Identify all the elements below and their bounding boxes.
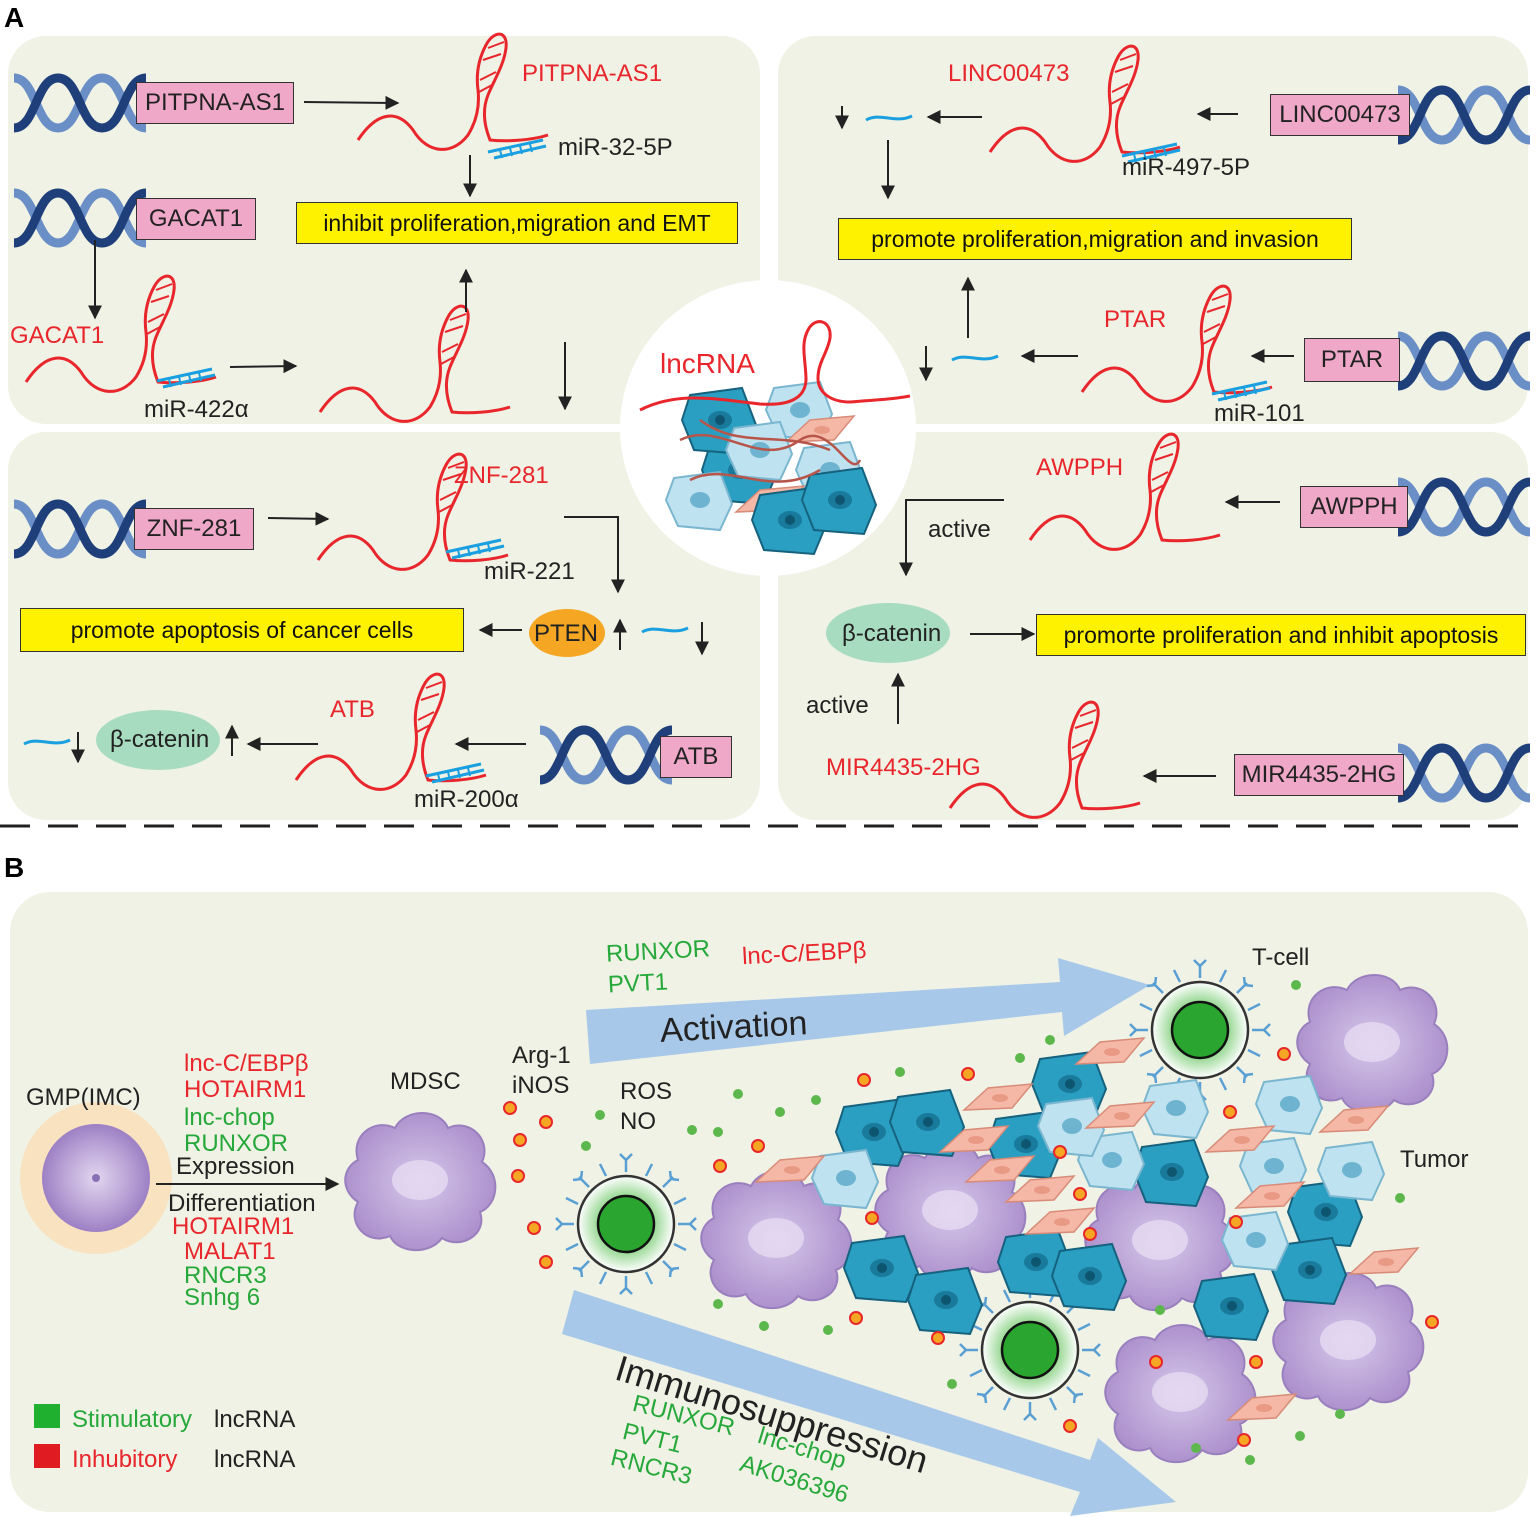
diff-lnc-4: Snhg 6: [184, 1284, 261, 1311]
mdsc-label: MDSC: [390, 1068, 461, 1095]
active-label-bottom: active: [806, 692, 869, 719]
gene-box-mir4435: MIR4435-2HG: [1234, 754, 1404, 796]
expr-lnc-4: RUNXOR: [184, 1130, 289, 1157]
gene-box-awpph: AWPPH: [1300, 486, 1408, 528]
ros-label: ROS: [620, 1078, 673, 1105]
mirna-fragment-q2-mid: [951, 354, 999, 362]
expr-lnc-3: lnc-chop: [184, 1104, 275, 1131]
activation-lnc-1: RUNXOR: [605, 935, 711, 968]
diff-lnc-1: HOTAIRM1: [172, 1213, 295, 1240]
center-lncrna-label: lncRNA: [660, 348, 755, 379]
gene-box-atb: ATB: [660, 736, 732, 778]
outcome-promote-proliferation-q2: promote proliferation,migration and inva…: [838, 218, 1352, 260]
rna-label-mir4435: MIR4435-2HG: [826, 754, 981, 781]
diff-lnc-2: MALAT1: [184, 1238, 276, 1265]
rna-label-ptar: PTAR: [1104, 306, 1167, 333]
gene-box-gacat1: GACAT1: [136, 198, 256, 240]
tcell-label: T-cell: [1252, 944, 1310, 971]
pten-oval: [529, 609, 605, 657]
gene-box-znf: ZNF-281: [134, 508, 254, 550]
mirna-fragment-q3-bottom: [23, 738, 71, 746]
mirna-fragment-q2-top: [865, 114, 913, 122]
mdsc-cell: [344, 1112, 497, 1252]
mirna-label-101: miR-101: [1214, 400, 1305, 427]
rna-label-gacat1: GACAT1: [10, 322, 105, 349]
rna-label-linc: LINC00473: [948, 60, 1070, 87]
gene-box-pitpna: PITPNA-AS1: [136, 82, 294, 124]
rna-label-znf: ZNF-281: [454, 462, 549, 489]
outcome-inhibit-proliferation: inhibit proliferation,migration and EMT: [296, 202, 738, 244]
legend-stimulatory-label: Stimulatory: [72, 1406, 193, 1433]
mirna-label-221: miR-221: [484, 558, 575, 585]
rna-label-awpph: AWPPH: [1036, 454, 1124, 481]
expr-lnc-2: HOTAIRM1: [184, 1076, 307, 1103]
green-dots: [581, 980, 1405, 1465]
expression-label: Expression: [176, 1153, 295, 1180]
inos-label: iNOS: [512, 1072, 570, 1099]
tumor-label: Tumor: [1400, 1146, 1469, 1173]
legend-lncrna-label-1: lncRNA: [214, 1406, 296, 1433]
beta-catenin-oval-q3: [96, 710, 220, 770]
activation-lnc-red: lnc-C/EBPβ: [741, 936, 868, 971]
beta-catenin-label-q4: β-catenin: [842, 620, 942, 647]
pten-label: PTEN: [534, 620, 599, 647]
beta-catenin-oval-q4: [826, 603, 950, 663]
active-label-top: active: [928, 516, 991, 543]
gene-box-linc: LINC00473: [1270, 94, 1410, 136]
arg1-label: Arg-1: [512, 1042, 571, 1069]
activation-label: Activation: [659, 1004, 809, 1050]
arrow-awpph-to-catenin: [899, 499, 1004, 577]
arrow-znf-to-pten: [564, 516, 625, 594]
rna-label-pitpna: PITPNA-AS1: [522, 60, 663, 87]
panel-a-letter: A: [4, 2, 25, 33]
panel-b-letter: B: [4, 852, 25, 883]
immunosuppression-arrow: [562, 1290, 1176, 1516]
legend-inhibitory-label: Inhubitory: [72, 1446, 178, 1473]
mirna-fragment-q3: [641, 626, 689, 634]
activation-arrow: [586, 958, 1150, 1064]
legend-lncrna-label-2: lncRNA: [214, 1446, 296, 1473]
arrow-pitpna: [303, 95, 400, 110]
arrow-gacat1-right: [229, 359, 298, 374]
differentiation-label: Differentiation: [168, 1190, 316, 1217]
expr-lnc-1: lnc-C/EBPβ: [184, 1050, 309, 1077]
outcome-promorte-proliferation: promorte proliferation and inhibit apopt…: [1036, 614, 1526, 656]
center-tumor-cluster: [665, 381, 877, 555]
mirna-label-200: miR-200α: [414, 786, 519, 813]
outcome-promote-apoptosis: promote apoptosis of cancer cells: [20, 608, 464, 652]
center-rna: [639, 320, 911, 412]
mirna-label-32: miR-32-5P: [558, 134, 673, 161]
orange-dots: [503, 1047, 1439, 1447]
beta-catenin-label-q3: β-catenin: [110, 726, 210, 753]
legend-stimulatory-swatch: [34, 1404, 60, 1428]
gene-box-ptar: PTAR: [1304, 338, 1400, 382]
diff-lnc-3: RNCR3: [184, 1262, 267, 1289]
arrow-znf: [267, 511, 330, 526]
mirna-label-422: miR-422α: [144, 396, 249, 423]
gmp-label: GMP(IMC): [26, 1084, 141, 1111]
legend-inhibitory-swatch: [34, 1444, 60, 1468]
activation-lnc-2: PVT1: [607, 968, 669, 999]
mirna-label-497: miR-497-5P: [1122, 154, 1251, 181]
no-label: NO: [620, 1108, 656, 1135]
rna-label-atb: ATB: [330, 696, 375, 723]
